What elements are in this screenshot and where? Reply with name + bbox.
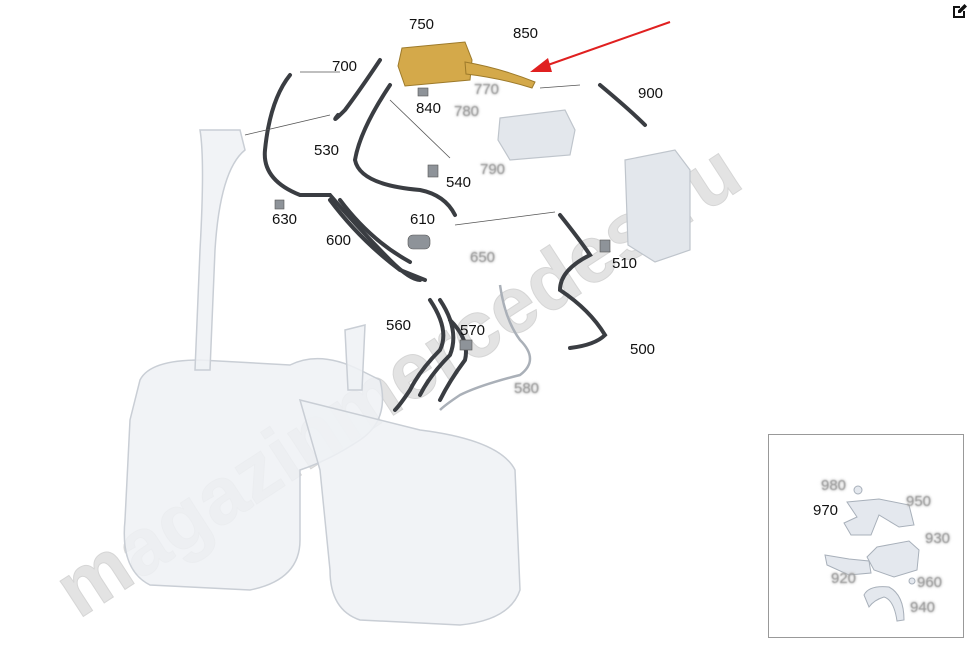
- inset-detail-box: 980 970 950 930 920 960 940: [768, 434, 964, 638]
- inset-label-970[interactable]: 970: [813, 502, 839, 519]
- part-label-510[interactable]: 510: [612, 255, 638, 272]
- small-parts: [274, 87, 611, 351]
- hoses: [262, 58, 647, 412]
- inset-label-920[interactable]: 920: [831, 570, 857, 587]
- part-label-770[interactable]: 770: [474, 81, 500, 98]
- part-label-600[interactable]: 600: [326, 232, 352, 249]
- part-label-570[interactable]: 570: [460, 322, 486, 339]
- part-label-780[interactable]: 780: [454, 103, 480, 120]
- red-arrow-indicator: [530, 21, 671, 72]
- part-label-610[interactable]: 610: [410, 211, 436, 228]
- inset-label-940[interactable]: 940: [910, 599, 936, 616]
- inset-label-950[interactable]: 950: [906, 493, 932, 510]
- part-label-580[interactable]: 580: [514, 380, 540, 397]
- fuel-tank: [123, 129, 521, 626]
- part-label-700[interactable]: 700: [332, 58, 358, 75]
- leader-lines: [244, 71, 581, 226]
- part-label-530[interactable]: 530: [314, 142, 340, 159]
- part-label-750[interactable]: 750: [409, 16, 435, 33]
- part-label-900[interactable]: 900: [638, 85, 664, 102]
- part-label-840[interactable]: 840: [416, 100, 442, 117]
- part-label-850[interactable]: 850: [513, 25, 539, 42]
- brake-line-580: [439, 284, 532, 411]
- inset-label-980[interactable]: 980: [821, 477, 847, 494]
- part-label-650[interactable]: 650: [470, 249, 496, 266]
- part-label-560[interactable]: 560: [386, 317, 412, 334]
- inset-label-960[interactable]: 960: [917, 574, 943, 591]
- ghost-canister: [497, 109, 691, 263]
- part-label-540[interactable]: 540: [446, 174, 472, 191]
- edit-icon[interactable]: [951, 2, 969, 20]
- part-label-790[interactable]: 790: [480, 161, 506, 178]
- highlighted-part-750: [397, 41, 536, 89]
- inset-artwork: [824, 485, 920, 622]
- part-label-630[interactable]: 630: [272, 211, 298, 228]
- part-label-500[interactable]: 500: [630, 341, 656, 358]
- inset-label-930[interactable]: 930: [925, 530, 951, 547]
